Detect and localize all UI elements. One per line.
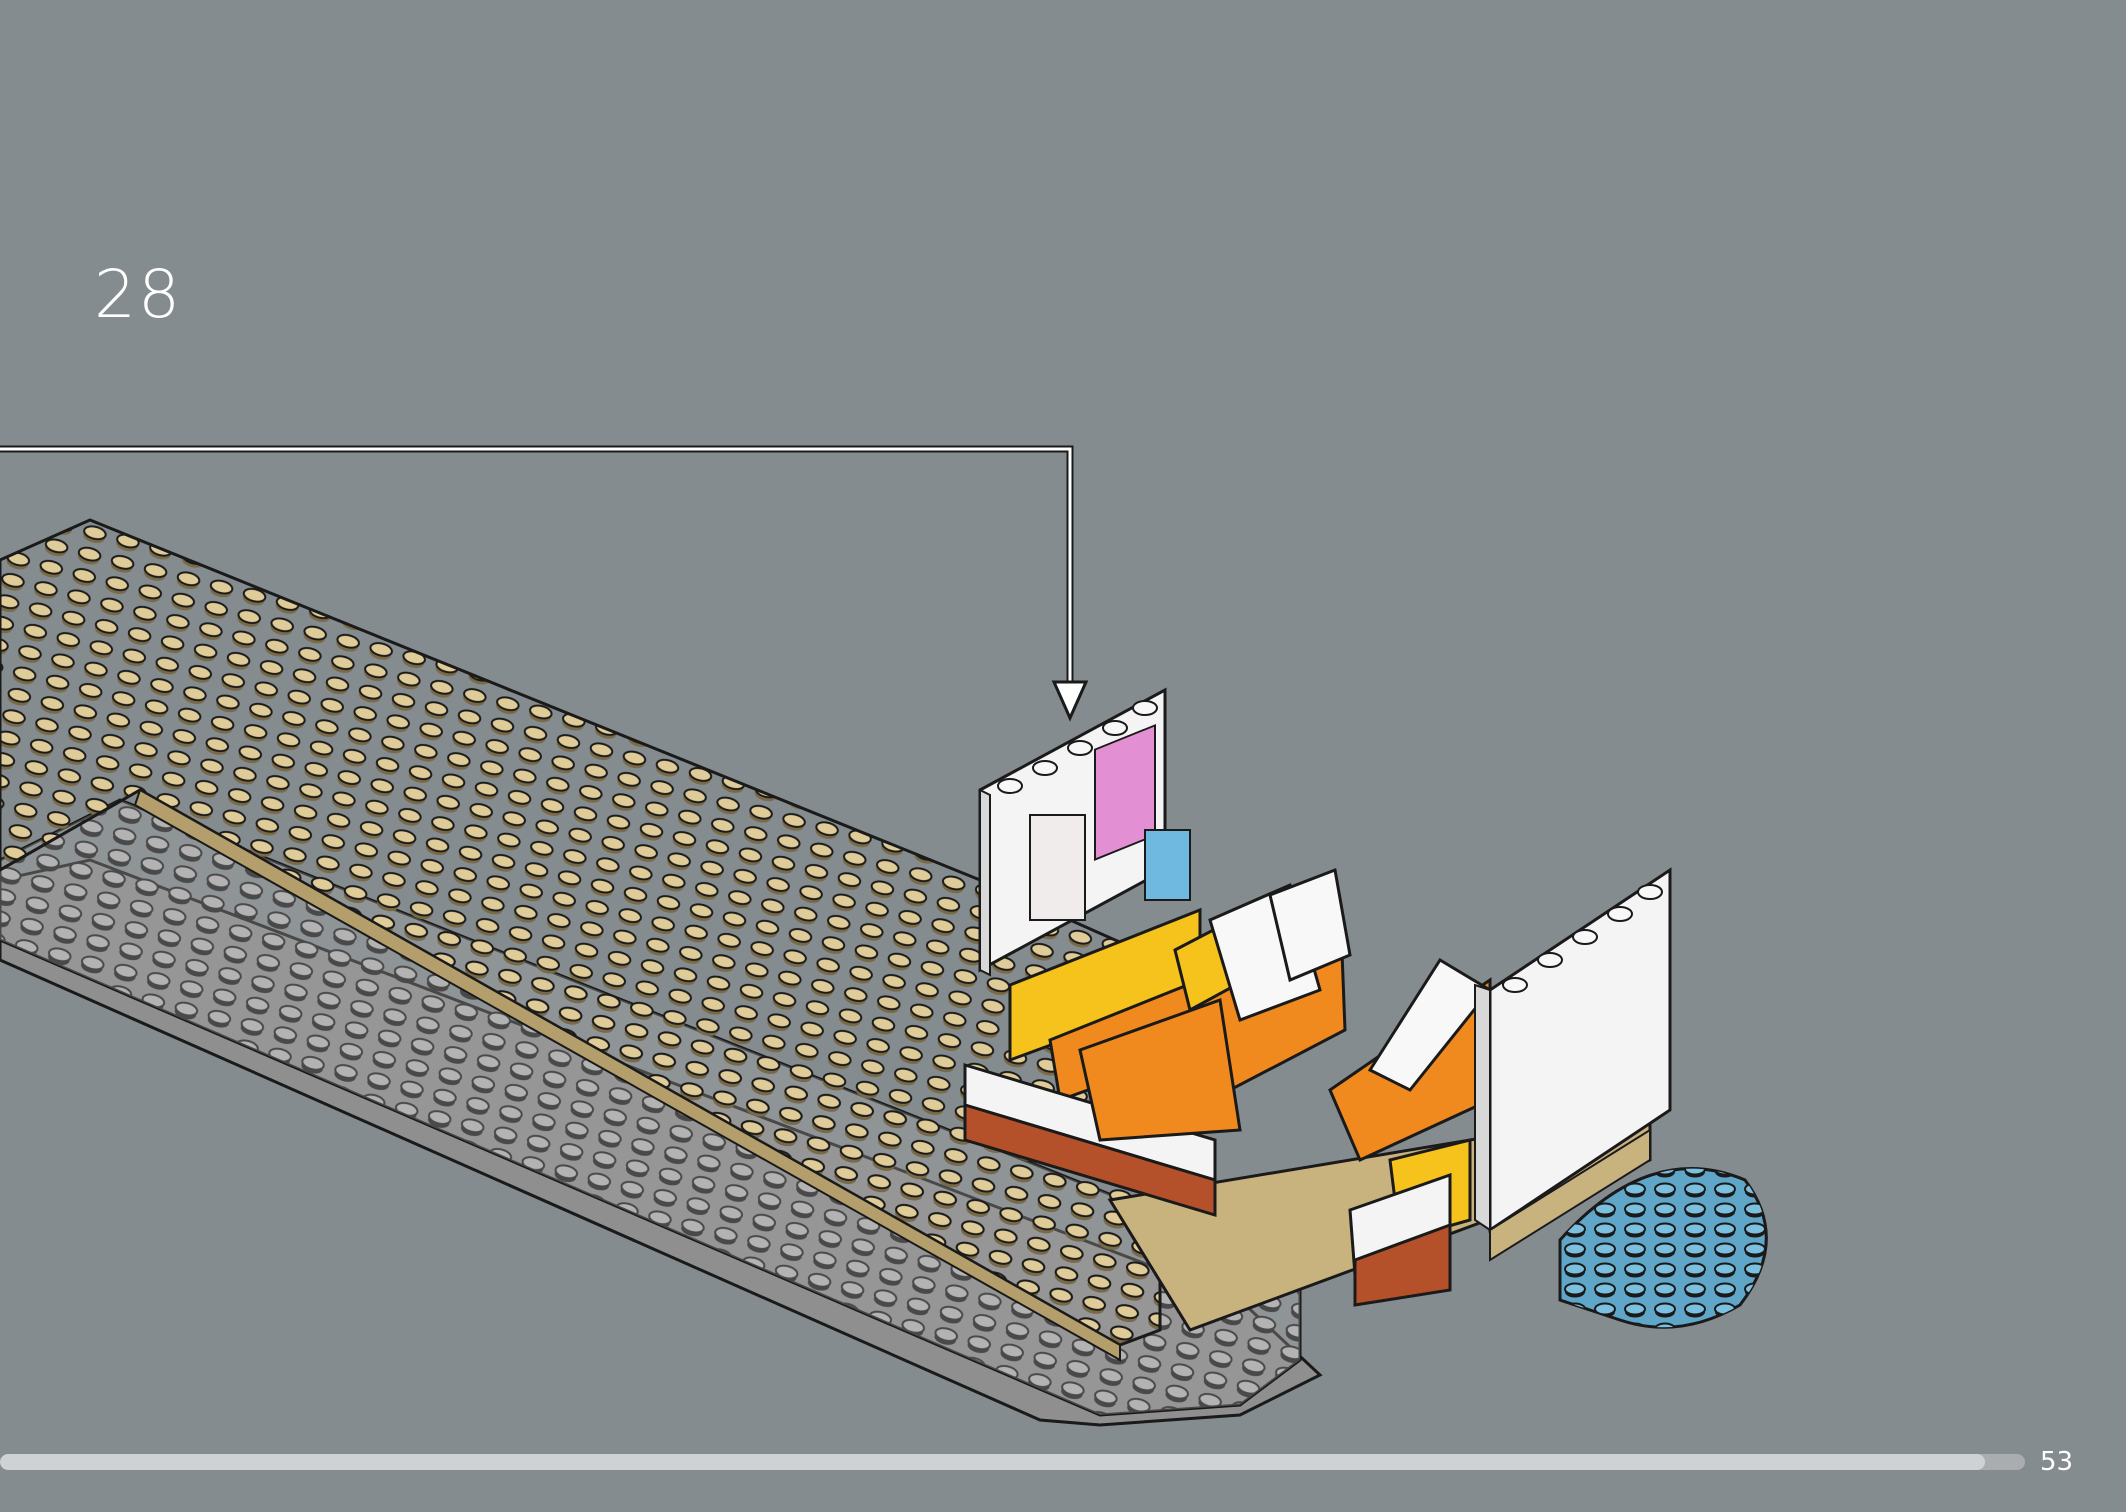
progress-fill [0, 1454, 1985, 1470]
bookshelf-units [1008, 867, 1493, 1242]
white-bench [963, 997, 1452, 1307]
azure-round-plate [1558, 1167, 1768, 1329]
callout-arrow [0, 445, 1089, 722]
front-white-wall [1474, 867, 1672, 1262]
step-number: 28 [94, 256, 182, 333]
progress-bar [0, 1454, 2025, 1470]
back-white-wall [978, 687, 1191, 977]
page-number: 53 [2040, 1447, 2074, 1477]
arrow-down-icon [1051, 680, 1089, 722]
